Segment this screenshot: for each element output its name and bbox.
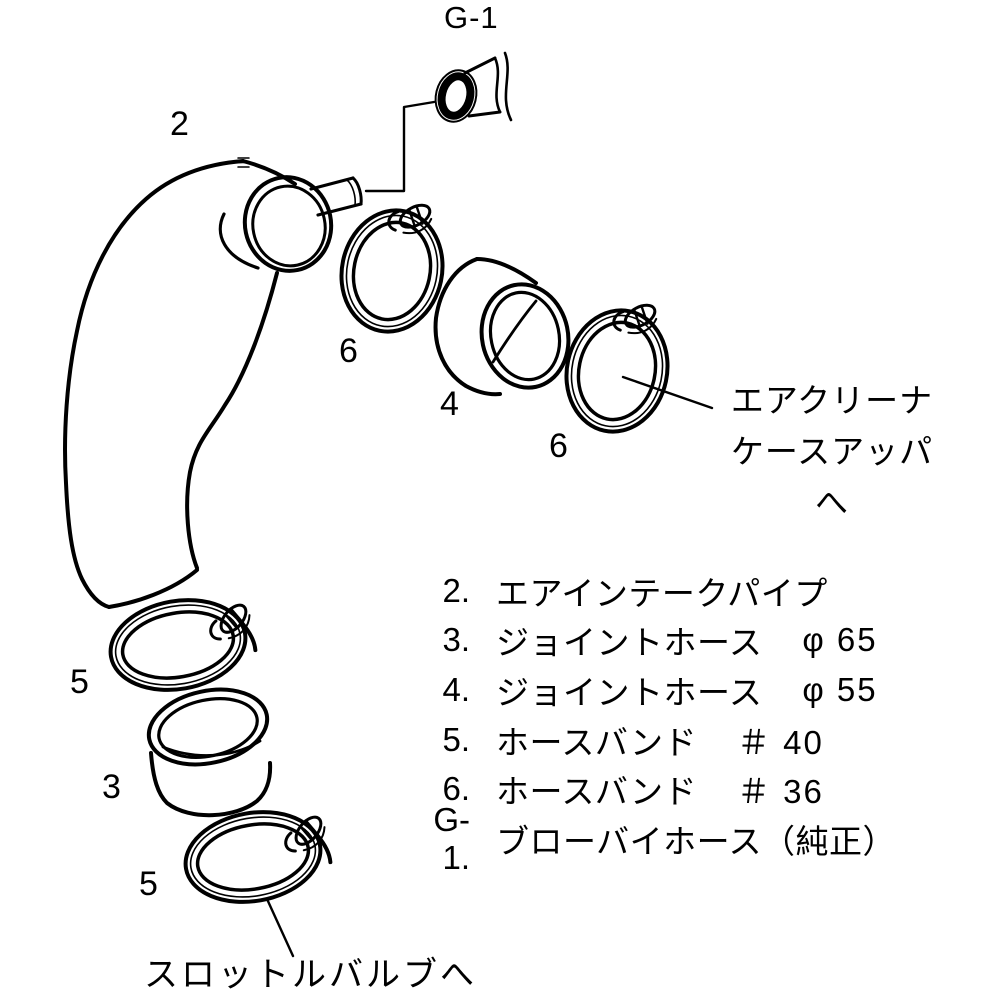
part-spec: φ 55 (802, 670, 878, 708)
part-name: ジョイントホース (496, 624, 763, 662)
throttle-valve-annotation: スロットルバルブへ (144, 956, 477, 994)
hose-clamp-40-bottom-drawing (178, 802, 347, 912)
callout-clamp40-top: 5 (70, 663, 89, 701)
parts-list-row: 6. ホースバンド ＃ 36 (408, 764, 896, 814)
parts-list-row: 5. ホースバンド ＃ 40 (408, 715, 896, 765)
parts-list-row: 2. エアインテークパイプ (408, 566, 896, 616)
air-cleaner-annotation-line3: へ (815, 484, 849, 521)
callout-clamp40-bottom: 5 (139, 865, 158, 903)
parts-list-row: 4. ジョイントホース φ 55 (408, 665, 896, 715)
air-cleaner-leader-line (621, 375, 714, 410)
part-name: ジョイントホース (496, 673, 763, 711)
part-name: ホースバンド (496, 773, 697, 811)
blowby-hose-drawing (434, 51, 513, 123)
part-number: 4. (442, 670, 470, 708)
callout-joint-hose-55: 4 (440, 385, 459, 423)
air-cleaner-annotation-line1: エアクリーナ (730, 382, 934, 419)
air-cleaner-annotation: エアクリーナ ケースアッパ へ (720, 375, 944, 528)
joint-hose-55-drawing (433, 257, 571, 397)
part-name: ホースバンド (496, 723, 697, 761)
hose-clamp-36-right-drawing (555, 298, 678, 441)
blowby-leader-line (364, 100, 436, 193)
part-number: 5. (442, 720, 470, 758)
part-name: ブローバイホース（純正） (496, 822, 897, 860)
part-number: G-1. (433, 800, 470, 876)
part-spec: ＃ 36 (737, 773, 824, 811)
throttle-leader-line (265, 897, 295, 958)
callout-intake-pipe: 2 (170, 105, 189, 143)
part-number: 3. (442, 621, 470, 659)
part-spec: φ 65 (802, 621, 878, 659)
part-number: 2. (442, 571, 470, 609)
part-name: エアインテークパイプ (496, 574, 828, 612)
joint-hose-65-drawing (146, 687, 273, 818)
callout-clamp36-right: 6 (549, 427, 568, 465)
callout-clamp36-left: 6 (339, 332, 358, 370)
hose-clamp-40-top-drawing (103, 590, 272, 700)
part-spec: ＃ 40 (737, 723, 824, 761)
callout-g1-label: G-1 (444, 0, 499, 35)
air-cleaner-annotation-line2: ケースアッパ (730, 433, 934, 470)
parts-list-row: 3. ジョイントホース φ 65 (408, 616, 896, 666)
part-number: 6. (442, 770, 470, 808)
parts-list-row: G-1. ブローバイホース（純正） (408, 801, 897, 876)
intake-pipe-drawing (63, 157, 363, 609)
callout-joint-hose-65: 3 (102, 768, 121, 806)
parts-list: 2. エアインテークパイプ 3. ジョイントホース φ 65 4. ジョイントホ… (408, 566, 897, 876)
